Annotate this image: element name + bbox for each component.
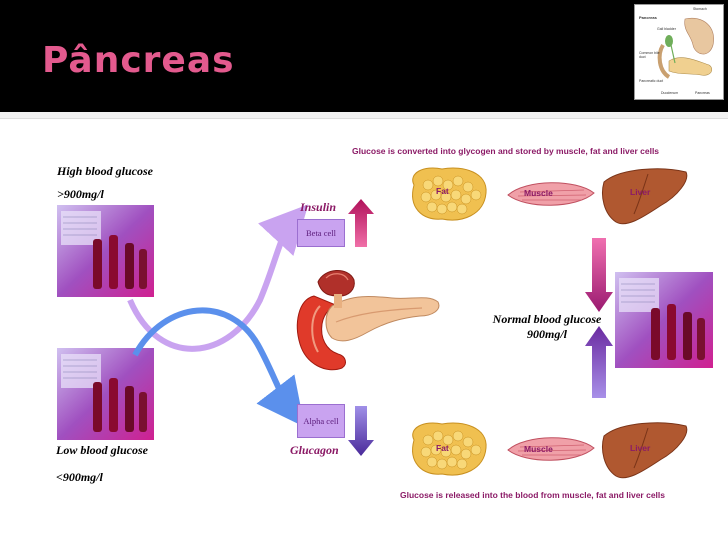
bottom-note: Glucose is released into the blood from … <box>400 490 665 500</box>
slide-title: Pâncreas <box>42 40 235 81</box>
normal-glucose-label: Normal blood glucose <box>492 312 602 326</box>
organ-label-fat-bottom: Fat <box>436 443 449 453</box>
muscle-tissue-bottom <box>507 437 595 461</box>
liver-bottom <box>602 422 688 479</box>
blood-sample-photo-high <box>57 205 154 297</box>
alpha-cell-box: Alpha cell <box>297 404 345 438</box>
fat-tissue-top <box>412 167 487 221</box>
low-glucose-label: Low blood glucose <box>56 443 148 457</box>
high-glucose-value: >900mg/l <box>57 187 104 201</box>
banner-divider <box>0 112 728 119</box>
organ-label-muscle-top: Muscle <box>524 188 553 198</box>
pancreas-anatomy-thumbnail: Pancreas Stomach Gall bladder Common bil… <box>634 4 724 100</box>
thumb-label-duodenum: Duodenum <box>661 91 679 95</box>
pancreas-illustration <box>296 270 440 371</box>
blood-sample-photo-low <box>57 348 154 440</box>
low-glucose-value: <900mg/l <box>56 470 103 484</box>
insulin-pathway-arrow <box>127 204 309 352</box>
glucagon-down-arrow <box>348 406 374 456</box>
fat-tissue-bottom <box>412 422 487 476</box>
normal-glucose-value: 900mg/l <box>526 327 567 341</box>
thumb-label-pancreas: Pancreas <box>695 91 710 95</box>
liver-top <box>602 168 688 225</box>
muscle-tissue-top <box>507 182 595 206</box>
thumb-title: Pancreas <box>639 15 657 20</box>
glucagon-label: Glucagon <box>290 443 339 457</box>
thumb-label-gallbladder: Gall bladder <box>657 27 676 31</box>
thumb-label-bileduct: Common bile duct <box>639 51 660 59</box>
high-glucose-label: High blood glucose <box>57 164 154 178</box>
insulin-up-arrow <box>348 199 374 247</box>
title-banner <box>0 0 728 112</box>
organ-label-fat-top: Fat <box>436 186 449 196</box>
top-note: Glucose is converted into glycogen and s… <box>352 146 660 156</box>
insulin-label: Insulin <box>300 200 337 214</box>
blood-sample-photo-normal <box>615 272 713 368</box>
alpha-cell-label: Alpha cell <box>303 416 339 426</box>
thumb-label-pancreatic-duct: Pancreatic duct <box>639 79 664 83</box>
thumb-label-stomach: Stomach <box>693 7 707 11</box>
beta-cell-box: Beta cell <box>297 219 345 247</box>
organ-label-muscle-bottom: Muscle <box>524 444 553 454</box>
beta-cell-label: Beta cell <box>306 228 336 238</box>
organ-label-liver-top: Liver <box>630 187 651 197</box>
organ-label-liver-bottom: Liver <box>630 443 651 453</box>
normal-up-arrow <box>585 326 613 398</box>
glucagon-pathway-arrow <box>132 307 305 428</box>
normal-down-arrow <box>585 238 613 312</box>
anatomy-drawing <box>657 17 714 79</box>
